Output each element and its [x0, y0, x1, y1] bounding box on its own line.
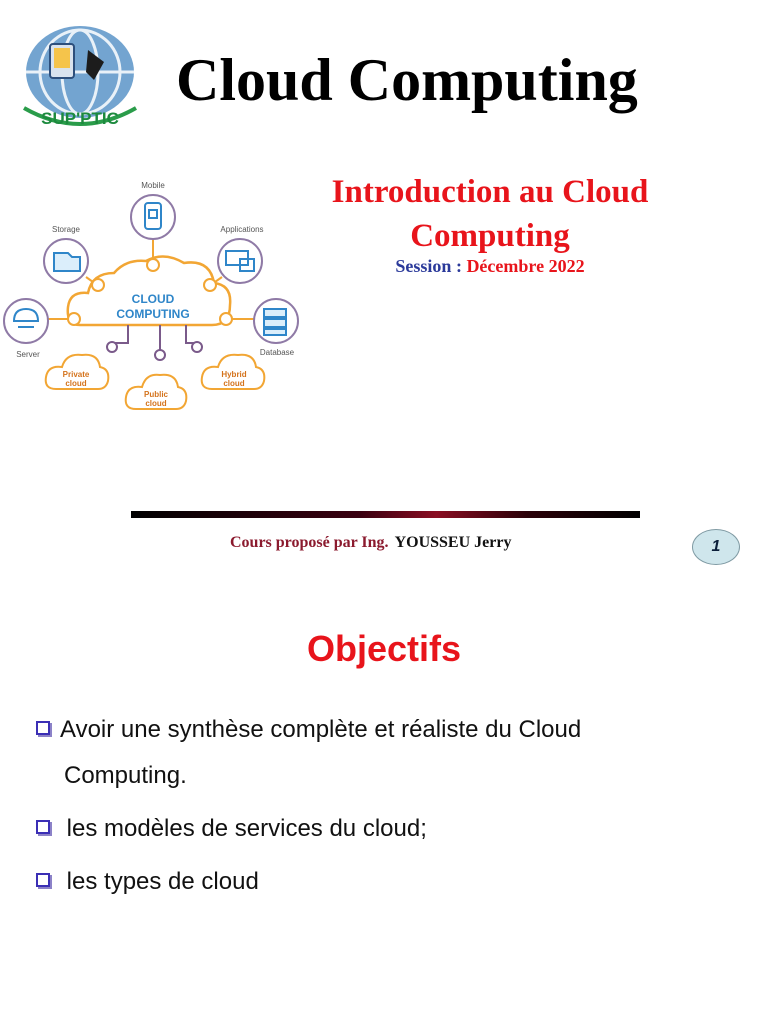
- node-applications-label: Applications: [220, 225, 263, 234]
- checkbox-bullet-icon: [36, 873, 50, 887]
- author-prefix: Cours proposé par Ing.: [230, 534, 389, 551]
- bullet-text: les types de cloud: [66, 868, 259, 895]
- center-label-1: CLOUD: [132, 292, 175, 306]
- private-cloud-label-2: cloud: [65, 379, 86, 388]
- main-cloud-shape: [66, 255, 232, 327]
- checkbox-bullet-icon: [36, 820, 50, 834]
- public-cloud-label-2: cloud: [145, 399, 166, 408]
- database-icon: [263, 308, 287, 336]
- logo-text: SUP'PTIC: [41, 109, 119, 128]
- public-cloud-label-1: Public: [144, 390, 169, 399]
- node-database-label: Database: [260, 348, 295, 357]
- session-value: Décembre 2022: [466, 256, 585, 276]
- center-label-2: COMPUTING: [116, 307, 189, 321]
- storage-icon: [53, 252, 81, 272]
- hybrid-cloud-label-2: cloud: [223, 379, 244, 388]
- cloud-computing-diagram: CLOUD COMPUTING: [3, 181, 299, 410]
- subtitle: Introduction au Cloud Computing: [331, 174, 649, 254]
- page-number-badge: 1: [692, 529, 740, 565]
- bullet-text: Avoir une synthèse complète et réaliste …: [60, 716, 582, 743]
- checkbox-bullet-icon: [36, 721, 50, 735]
- bullet-text-continued: Computing.: [64, 762, 187, 789]
- author-line: Cours proposé par Ing. YOUSSEU Jerry: [230, 534, 511, 552]
- server-icon: [12, 307, 40, 328]
- applications-icon: [225, 250, 255, 272]
- school-logo: SUP'PTIC: [23, 26, 137, 128]
- bullet-item: les types de cloud: [36, 859, 259, 905]
- node-mobile-label: Mobile: [141, 181, 165, 190]
- session-line: Session : Décembre 2022: [300, 256, 680, 277]
- bullet-text: les modèles de services du cloud;: [66, 815, 427, 842]
- session-label: Session :: [395, 256, 462, 276]
- bullet-item: Avoir une synthèse complète et réaliste …: [36, 707, 676, 799]
- node-storage-label: Storage: [52, 225, 81, 234]
- divider-rule: [131, 511, 640, 518]
- mobile-icon: [144, 202, 162, 230]
- main-title: Cloud Computing: [176, 47, 638, 113]
- author-name: YOUSSEU Jerry: [394, 534, 512, 551]
- node-server-label: Server: [16, 350, 40, 359]
- objectives-title: Objectifs: [306, 628, 462, 669]
- bullet-item: les modèles de services du cloud;: [36, 806, 427, 852]
- private-cloud-label-1: Private: [63, 370, 90, 379]
- hybrid-cloud-label-1: Hybrid: [221, 370, 246, 379]
